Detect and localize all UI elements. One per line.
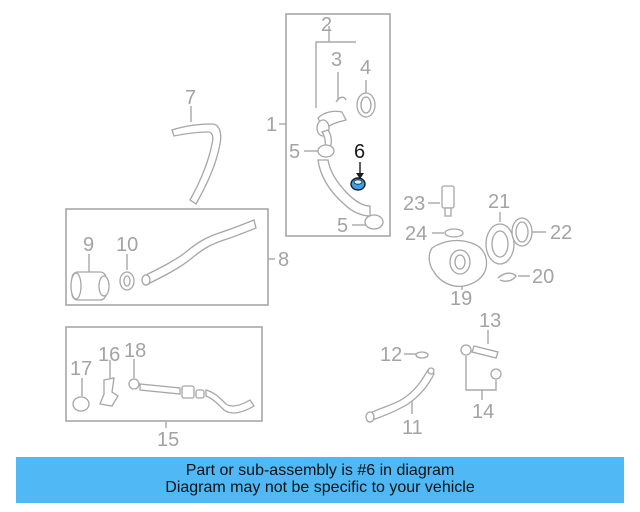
sensor-part-23 — [428, 185, 455, 217]
o-ring-part-4 — [356, 80, 376, 118]
callout-16: 16 — [98, 344, 120, 366]
gasket-part-24 — [432, 228, 464, 238]
outlet-part-9 — [70, 254, 110, 301]
clamp-part-5-lower — [364, 214, 384, 230]
callout-4: 4 — [360, 57, 371, 79]
callout-15: 15 — [157, 429, 179, 451]
callout-20: 20 — [532, 266, 554, 288]
callout-2: 2 — [321, 14, 332, 36]
clamp-part-5-upper — [317, 144, 335, 158]
callout-10: 10 — [116, 234, 138, 256]
clamp-part-17 — [72, 378, 90, 412]
callout-9: 9 — [83, 234, 94, 256]
callout-17: 17 — [70, 358, 92, 380]
callout-5-lower: 5 — [337, 215, 348, 237]
callout-22: 22 — [550, 222, 572, 244]
callout-7: 7 — [185, 87, 196, 109]
pipe-part-11 — [365, 367, 435, 423]
clip-part-18 — [128, 359, 140, 390]
gasket-part-22 — [511, 217, 546, 247]
hose-segment — [317, 159, 371, 217]
housing-part-19 — [428, 239, 488, 290]
callout-8: 8 — [278, 249, 289, 271]
part-6-highlight — [350, 162, 366, 191]
callout-6: 6 — [354, 141, 365, 163]
bracket-part-16 — [99, 360, 119, 407]
callout-5-upper: 5 — [289, 141, 300, 163]
callout-12: 12 — [380, 344, 402, 366]
callout-21: 21 — [488, 191, 510, 213]
hose-part-8 — [141, 219, 257, 286]
callout-1: 1 — [266, 114, 277, 136]
group-box-15 — [65, 326, 263, 422]
gasket-part-12 — [415, 351, 429, 359]
callout-18: 18 — [124, 340, 146, 362]
clip-part-20 — [497, 272, 530, 282]
group-box-1 — [285, 13, 391, 237]
callout-13: 13 — [479, 310, 501, 332]
hose-part-7 — [171, 106, 222, 205]
pipe-part-13 — [471, 345, 499, 359]
banner-line-2: Diagram may not be specific to your vehi… — [165, 479, 475, 496]
banner-line-1: Part or sub-assembly is #6 in diagram — [185, 462, 455, 479]
hose-part-15 — [139, 383, 255, 414]
callout-23: 23 — [403, 193, 425, 215]
callout-24: 24 — [405, 223, 427, 245]
parts-diagram: 1 2 3 4 5 5 6 7 8 9 10 11 12 13 14 15 16… — [65, 13, 572, 451]
callout-19: 19 — [450, 288, 472, 310]
upper-hose-part-2 — [316, 96, 347, 151]
group-box-8 — [65, 208, 269, 306]
info-banner: Part or sub-assembly is #6 in diagram Di… — [16, 457, 624, 503]
callout-11: 11 — [402, 417, 423, 439]
clamp-part-10 — [119, 254, 135, 291]
thermostat-part-21 — [485, 212, 515, 265]
callout-14: 14 — [472, 401, 494, 423]
callout-3: 3 — [331, 49, 342, 71]
